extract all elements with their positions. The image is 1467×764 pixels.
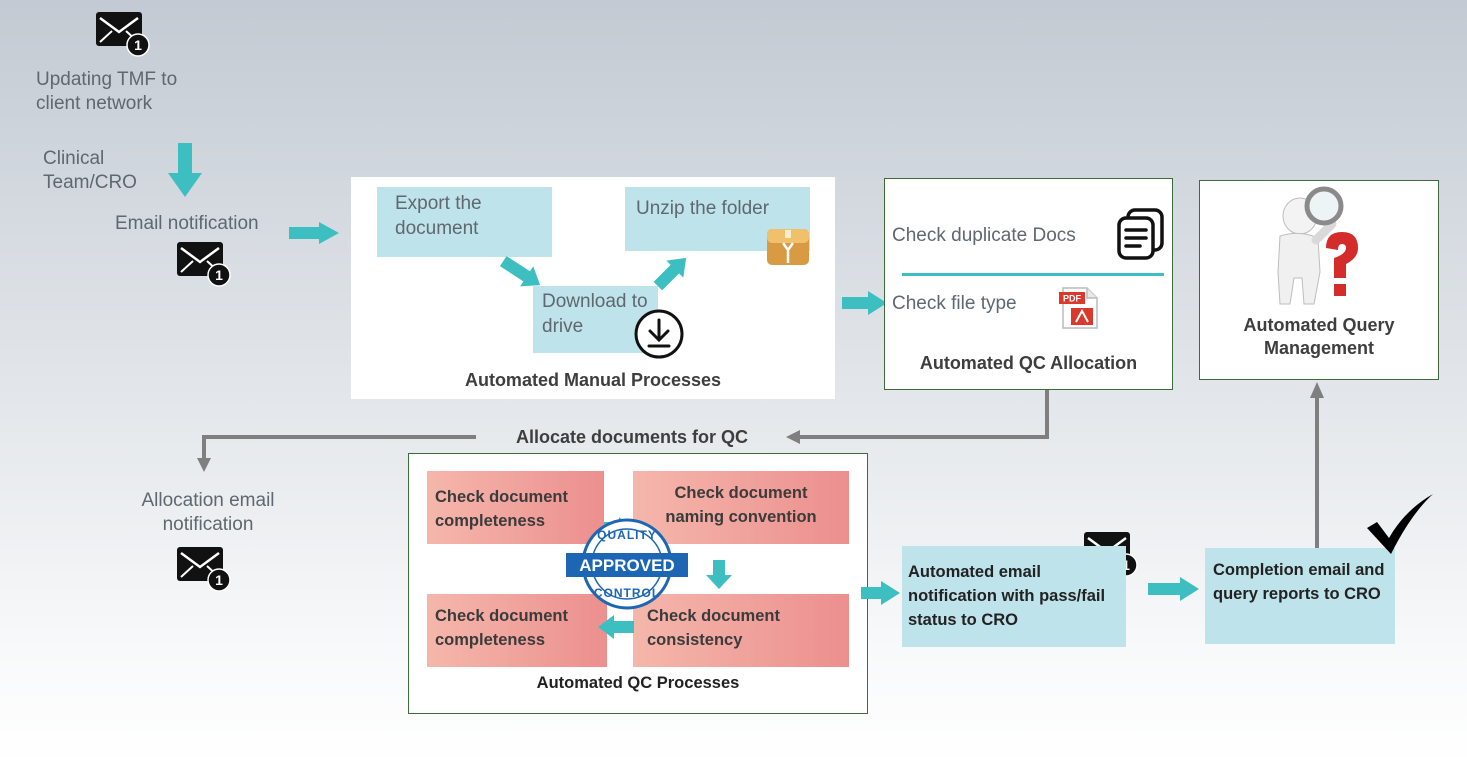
unzip-folder-step: Unzip the folder — [625, 187, 810, 251]
allocate-documents-label: Allocate documents for QC — [515, 427, 749, 447]
query-management-title: Automated Query Management — [1243, 315, 1395, 358]
clinical-team-label: Clinical Team/CRO — [43, 148, 137, 193]
download-icon — [634, 309, 684, 359]
manual-processes-title: Automated Manual Processes — [464, 370, 722, 390]
envelope-icon: 1 — [96, 12, 150, 57]
down-arrow — [168, 143, 202, 197]
divider-line — [902, 273, 1164, 276]
updating-tmf-label: Updating TMF to client network — [36, 69, 178, 114]
qc-processes-title: Automated QC Processes — [536, 674, 740, 692]
checkmark-icon — [1367, 494, 1433, 554]
zip-folder-icon — [767, 229, 809, 265]
check-naming-step: Check document naming convention — [633, 471, 849, 544]
diag-down-arrow — [499, 256, 541, 287]
email-notification-label: Email notification — [115, 213, 259, 234]
envelope-badge: 1 — [215, 267, 223, 283]
down-arrow — [706, 560, 732, 589]
right-arrow — [289, 222, 339, 244]
envelope-badge: 1 — [215, 572, 223, 588]
check-duplicate-label: Check duplicate Docs — [892, 225, 1076, 246]
envelope-icon: 1 — [177, 242, 231, 287]
envelope-icon: 1 — [177, 547, 231, 592]
quality-seal-icon: QUALITY APPROVED CONTROL — [566, 518, 688, 610]
pdf-label: PDF — [1063, 294, 1082, 304]
check-completeness-step-1: Check document completeness — [427, 471, 604, 544]
seal-bot-text: CONTROL — [594, 586, 660, 600]
seal-mid-text: APPROVED — [579, 556, 674, 575]
seal-top-text: QUALITY — [597, 528, 657, 542]
qc-allocation-panel — [884, 178, 1173, 390]
left-arrow — [598, 615, 634, 639]
download-drive-step: Download to drive — [533, 286, 658, 353]
right-arrow — [842, 291, 887, 315]
completion-box: Completion email and query reports to CR… — [1205, 548, 1395, 644]
qc-allocation-title: Automated QC Allocation — [919, 353, 1138, 373]
magnifier-figure-icon — [1277, 186, 1358, 305]
check-completeness-step-2: Check document completeness — [427, 594, 607, 667]
right-arrow — [861, 581, 900, 605]
check-consistency-step: Check document consistency — [633, 594, 849, 667]
right-arrow — [1148, 577, 1199, 601]
automated-email-box: Automated email notification with pass/f… — [902, 546, 1126, 647]
pdf-icon: PDF — [1059, 287, 1098, 329]
envelope-badge: 1 — [134, 37, 142, 53]
allocation-email-label: Allocation email notification — [141, 490, 275, 535]
diag-up-arrow — [653, 257, 687, 291]
export-document-step: Export the document — [377, 187, 552, 257]
envelope-badge: 1 — [1122, 557, 1130, 573]
document-icon — [1117, 208, 1164, 260]
check-file-type-label: Check file type — [892, 293, 1017, 314]
